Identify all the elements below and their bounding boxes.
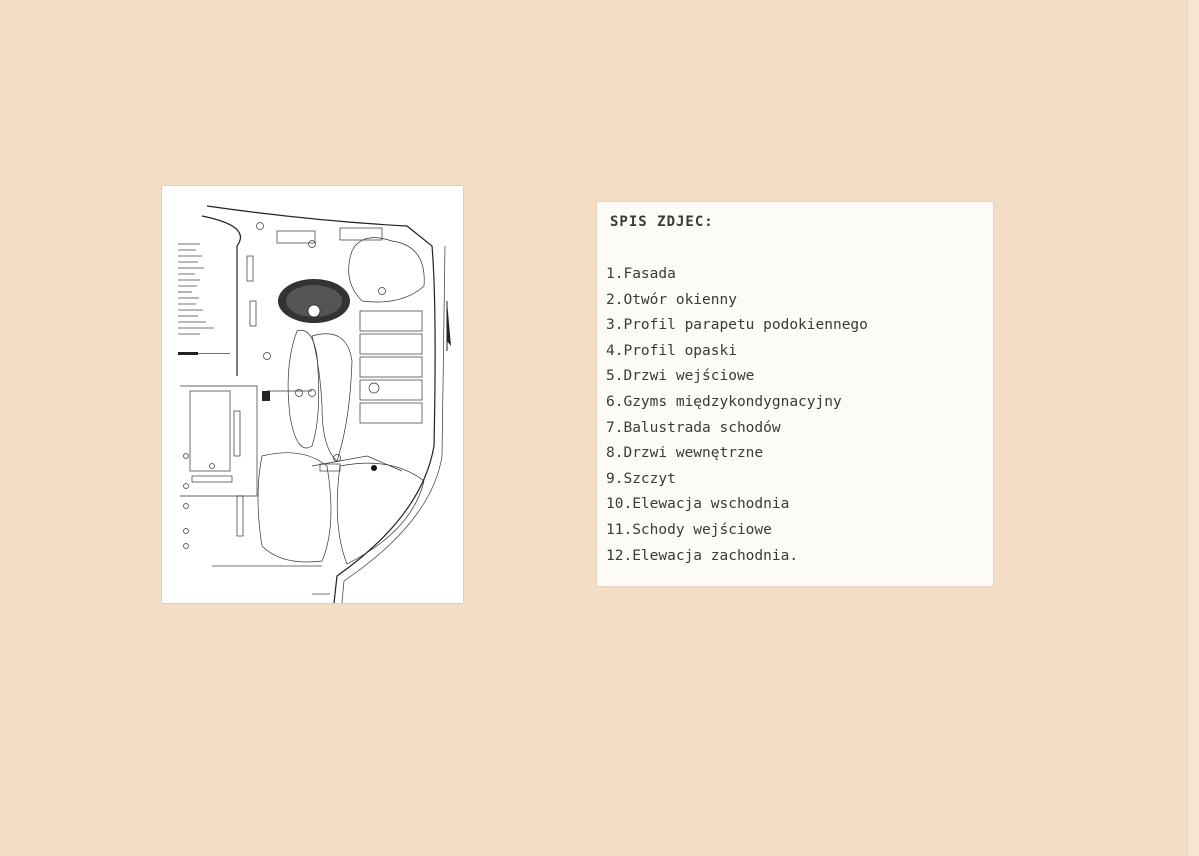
- list-item: 10.Elewacja wschodnia: [606, 496, 790, 513]
- photo-list-title: SPIS ZDJEC:: [610, 214, 714, 230]
- list-item: 6.Gzyms międzykondygnacyjny: [606, 393, 842, 410]
- list-item: 8.Drzwi wewnętrzne: [606, 445, 764, 462]
- list-item: 9.Szczyt: [606, 470, 676, 487]
- site-plan-photo: [162, 186, 463, 603]
- list-item: 11.Schody wejściowe: [606, 521, 772, 538]
- site-plan-drawing: [178, 205, 451, 603]
- north-arrow-icon: [446, 301, 451, 351]
- list-item: 7.Balustrada schodów: [606, 419, 781, 436]
- scale-bar-icon: [178, 352, 230, 355]
- list-item: 1.Fasada: [606, 266, 676, 282]
- photo-list: 1.Fasada 2.Otwór okienny 3.Profil parape…: [606, 262, 868, 569]
- list-item: 2.Otwór okienny: [606, 291, 737, 308]
- list-item: 4.Profil opaski: [606, 342, 737, 359]
- list-item: 3.Profil parapetu podokiennego: [606, 317, 868, 334]
- photo-list-card: SPIS ZDJEC: 1.Fasada 2.Otwór okienny 3.P…: [597, 202, 993, 586]
- board-edge: [1189, 0, 1199, 856]
- list-item: 12.Elewacja zachodnia.: [606, 547, 799, 564]
- list-item: 5.Drzwi wejściowe: [606, 368, 755, 385]
